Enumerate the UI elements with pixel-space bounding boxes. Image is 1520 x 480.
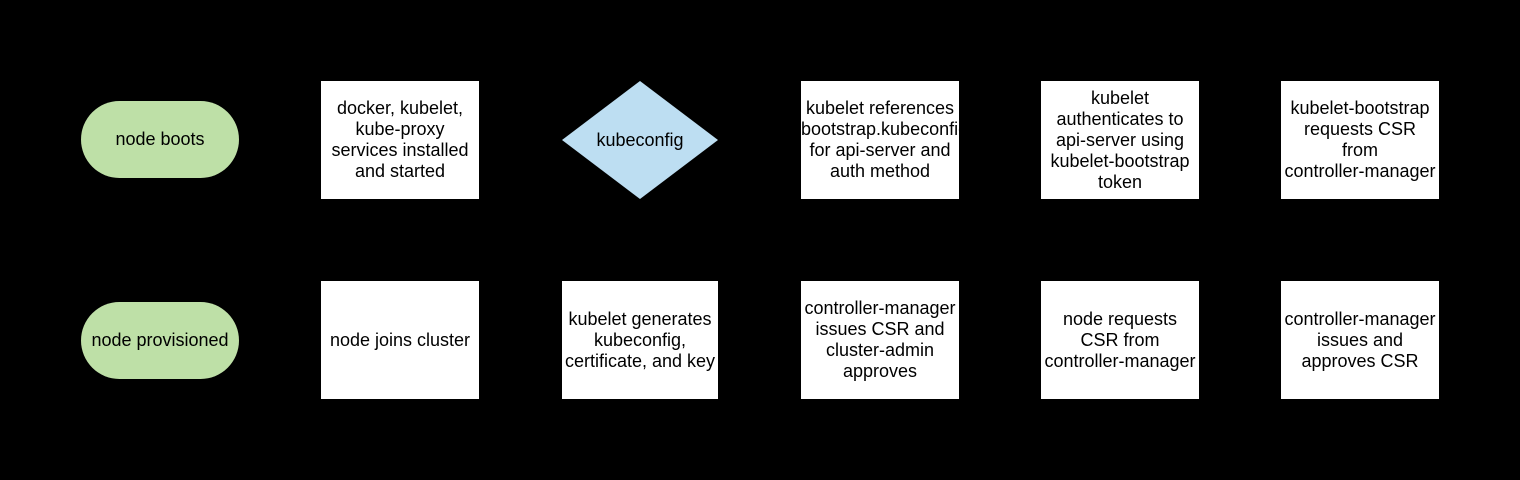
kubelet-authenticates-label: kubelet authenticates to api-server usin…	[1050, 87, 1190, 192]
node-provisioned-label: node provisioned	[91, 330, 229, 350]
services-installed-process: docker, kubelet, kube-proxy services ins…	[321, 81, 479, 199]
kubelet-references-bootstrap-label: kubelet references bootstrap.kubeconfig …	[801, 98, 969, 181]
node-requests-csr-label: node requests CSR from controller-manage…	[1044, 308, 1196, 371]
node-joins-cluster-label: node joins cluster	[329, 329, 471, 350]
kubelet-bootstrap-requests-csr-label: kubelet-bootstrap requests CSR from cont…	[1284, 98, 1436, 181]
kubelet-authenticates-process: kubelet authenticates to api-server usin…	[1041, 81, 1199, 199]
controller-manager-approves-csr-label: controller-manager issues and approves C…	[1284, 308, 1436, 371]
kubelet-generates-kubeconfig-label: kubelet generates kubeconfig, certificat…	[564, 308, 716, 371]
node-provisioned-terminator: node provisioned	[81, 302, 239, 379]
controller-manager-issues-csr-process: controller-manager issues CSR and cluste…	[801, 281, 959, 399]
controller-manager-approves-csr-process: controller-manager issues and approves C…	[1281, 281, 1439, 399]
kubelet-references-bootstrap-process: kubelet references bootstrap.kubeconfig …	[801, 81, 969, 199]
kubelet-generates-kubeconfig-process: kubelet generates kubeconfig, certificat…	[562, 281, 718, 399]
controller-manager-issues-csr-label: controller-manager issues CSR and cluste…	[804, 298, 956, 381]
node-joins-cluster-process: node joins cluster	[321, 281, 479, 399]
services-installed-label: docker, kubelet, kube-proxy services ins…	[331, 98, 469, 181]
kubelet-bootstrap-requests-csr-process: kubelet-bootstrap requests CSR from cont…	[1281, 81, 1439, 199]
node-requests-csr-process: node requests CSR from controller-manage…	[1041, 281, 1199, 399]
kubeconfig-decision: kubeconfig	[562, 81, 718, 199]
node-boots-label: node boots	[115, 129, 205, 149]
node-boots-terminator: node boots	[81, 101, 239, 178]
kubeconfig-decision-label: kubeconfig	[596, 129, 684, 150]
